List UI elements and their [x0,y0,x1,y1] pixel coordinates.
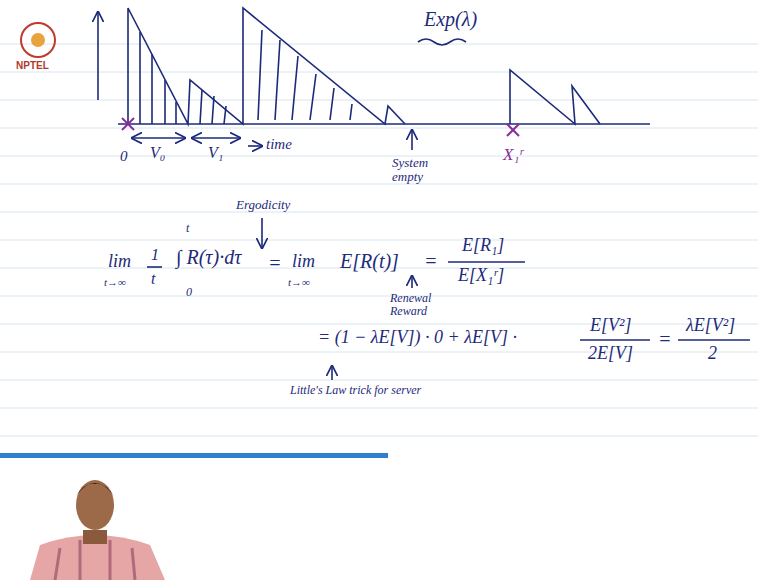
arrival-cross [122,118,519,136]
integral-term: ∫ R(τ)·dτ [176,246,241,268]
renewal-point: X₁ʳ [503,146,523,165]
annotation: Little's Law trick for server [290,384,421,397]
integral-limit: 0 [186,286,192,299]
integral-limit: t [186,222,189,235]
fraction-numerator: E[R₁] [462,236,504,256]
annotation: System empty [392,156,442,185]
notebook-rules [0,44,758,436]
annotation: Renewal Reward [390,292,450,318]
expectation-term: E[R(t)] [340,250,399,272]
limit-operator: lim [292,252,315,272]
limit-subscript: t→∞ [288,276,310,288]
logo-hub [31,33,45,47]
fraction-denominator: t [151,270,155,288]
sawtooth-plot [98,8,750,380]
equals-sign: = [268,252,282,274]
fraction-denominator: 2E[V] [588,344,633,364]
logo-text: NPTEL [16,60,49,71]
distribution-label: Exp(λ) [424,8,477,30]
fraction-denominator: E[X₁ʳ] [458,266,504,286]
fraction-numerator: E[V²] [590,316,631,336]
equals-sign: = [424,250,438,272]
interval-label: V₀ [150,144,165,162]
limit-operator: lim [108,252,131,272]
lecturer-figure [30,480,165,580]
video-divider [0,453,388,458]
limit-subscript: t→∞ [104,276,126,288]
equals-sign: = [658,328,672,350]
axis-label: time [266,136,292,153]
fraction-numerator: 1 [151,246,159,264]
equation-line: = (1 − λE[V]) · 0 + λE[V] · [318,328,517,348]
axis-origin: 0 [120,148,128,165]
interval-label: V₁ [208,144,223,162]
logo-wheel [21,23,55,57]
fraction-numerator: λE[V²] [686,316,735,336]
annotation: Ergodicity [236,198,290,212]
fraction-denominator: 2 [708,344,717,364]
